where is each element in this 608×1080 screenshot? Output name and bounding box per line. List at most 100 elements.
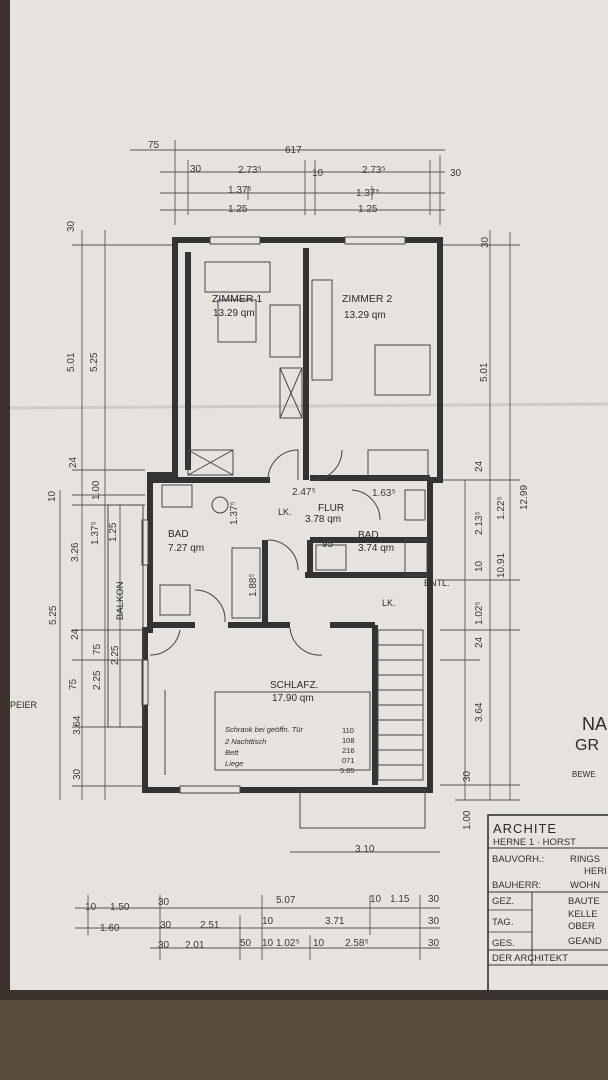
- furniture-note: Schrank bei geöffn. Tür 2 Nachttisch Bet…: [224, 725, 355, 775]
- dim-bottom-30a: 30: [158, 897, 170, 908]
- dim-bottom-10c: 10: [262, 916, 274, 927]
- tb-row-5-value: OBER: [568, 921, 595, 932]
- dim-top-1375a: 1.37⁵: [228, 185, 252, 196]
- dim-right-364: 3.64: [474, 702, 485, 722]
- note-line-0: Schrank bei geöffn. Tür: [225, 725, 303, 734]
- room-zimmer2-area: 13.29 qm: [344, 310, 386, 321]
- room-zimmer2-name: ZIMMER 2: [342, 293, 392, 305]
- dim-left-525a: 5.25: [89, 352, 100, 372]
- dim-bottom-160: 1.60: [100, 923, 120, 934]
- dim-top-273b: 2.73⁵: [362, 165, 386, 176]
- wood-surface: [0, 1000, 608, 1080]
- dim-bottom-2585: 2.58⁵: [345, 938, 369, 949]
- dim-right-501: 5.01: [479, 362, 490, 382]
- dim-right-1025: 1.02⁵: [474, 601, 485, 625]
- room-bad2-name: BAD: [358, 530, 379, 541]
- dim-left-30: 30: [66, 220, 77, 232]
- dim-top-1375b: 1.37⁵: [356, 188, 380, 199]
- dim-bottom-371: 3.71: [325, 916, 345, 927]
- dim-left-501: 5.01: [66, 352, 77, 372]
- tb-row-4-value: KELLE: [568, 909, 598, 920]
- dim-left-75a: 75: [68, 678, 79, 690]
- dim-right-1299: 12.99: [519, 485, 530, 510]
- dim-top-273a: 2.73⁵: [238, 165, 262, 176]
- dim-bottom-30f: 30: [428, 938, 440, 949]
- dim-left-225a: 2.25: [92, 670, 103, 690]
- dim-bottom-1025: 1.02⁵: [276, 938, 300, 949]
- dim-bottom-115: 1.15: [390, 894, 410, 905]
- dim-bottom-10a: 10: [85, 902, 97, 913]
- dim-bottom-30e: 30: [158, 940, 170, 951]
- dim-int-1885: 1.88⁵: [248, 573, 259, 597]
- dim-right-1225: 1.22⁵: [496, 496, 507, 520]
- title-block-architekt: ARCHITE: [493, 821, 557, 836]
- entl-label: ENTL.: [424, 578, 450, 588]
- dim-right-24: 24: [474, 460, 485, 472]
- dim-right-2135: 2.13⁵: [474, 511, 485, 535]
- dim-bottom-30b: 30: [428, 894, 440, 905]
- dim-left-30b: 30: [72, 768, 83, 780]
- tb-row-2-value: WOHN: [570, 880, 600, 891]
- right-dimension-lines: [440, 230, 520, 801]
- dim-top-125a: 1.25: [228, 204, 248, 215]
- dim-left-10: 10: [47, 490, 58, 502]
- tb-row-3-label: GEZ.: [492, 896, 514, 907]
- dim-left-1375: 1.37⁵: [90, 521, 101, 545]
- dim-bottom-507: 5.07: [276, 895, 296, 906]
- bottom-terrace: [299, 789, 426, 829]
- outer-walls: [142, 237, 443, 793]
- dim-right-30b: 30: [462, 770, 473, 782]
- dim-right-24b: 24: [474, 636, 485, 648]
- dim-left-24: 24: [68, 456, 79, 468]
- note-line-3: Liege: [225, 759, 243, 768]
- tb-row-3-value: BAUTE: [568, 896, 600, 907]
- dim-bottom-10e: 10: [313, 938, 325, 949]
- note-value-2: 216: [342, 746, 355, 755]
- note-line-2: Bett: [225, 748, 239, 757]
- dim-right-10: 10: [474, 560, 485, 572]
- room-balkon-label: BALKON: [115, 581, 126, 620]
- tb-row-6-label: GES.: [492, 938, 515, 949]
- dim-int-2475: 2.47⁵: [292, 487, 316, 498]
- dim-bottom-10b: 10: [370, 894, 382, 905]
- dim-int-1375: 1.37⁵: [229, 501, 240, 525]
- dim-top-617: 617: [285, 145, 302, 156]
- dim-right-30: 30: [480, 236, 491, 248]
- room-schlafz-name: SCHLAFZ.: [270, 680, 318, 691]
- note-value-1: 108: [342, 736, 355, 745]
- tb-row-7-label: DER ARCHITEKT: [492, 953, 568, 964]
- note-value-0: 110: [342, 726, 354, 735]
- floor-plan: [107, 236, 443, 829]
- tb-row-1-value: HERI: [584, 866, 607, 877]
- note-value-3: 071: [342, 756, 355, 765]
- dim-top-125b: 1.25: [358, 204, 378, 215]
- dim-bottom-30d: 30: [428, 916, 440, 927]
- title-large-1: NA: [582, 714, 607, 734]
- note-value-4: 5.05: [340, 766, 355, 775]
- dim-top-30a: 30: [190, 164, 202, 175]
- dim-bottom-251: 2.51: [200, 920, 220, 931]
- dim-left-525b: 5.25: [48, 605, 59, 625]
- dim-bottom-30c: 30: [160, 920, 172, 931]
- balcony: [107, 504, 144, 728]
- room-zimmer1-area: 13.29 qm: [213, 308, 255, 319]
- tb-row-2-label: BAUHERR:: [492, 880, 541, 891]
- dim-left-125: 1.25: [108, 522, 119, 542]
- dim-bottom-201: 2.01: [185, 940, 205, 951]
- dim-left-100: 1.00: [91, 480, 102, 500]
- room-flur-name: FLUR: [318, 503, 344, 514]
- dim-int-95: 95: [322, 539, 334, 550]
- peiler-label: PEIER: [10, 700, 38, 710]
- staircase: [377, 629, 424, 781]
- dim-right-1091: 10.91: [496, 553, 507, 578]
- bottom-dimension-lines: [75, 851, 440, 960]
- dim-top-30b: 30: [450, 168, 462, 179]
- tb-row-6-value: GEAND: [568, 936, 602, 947]
- room-bad2-area: 3.74 qm: [358, 543, 394, 554]
- dim-left-326: 3.26: [70, 542, 81, 562]
- room-lk2-label: LK.: [382, 598, 396, 608]
- dim-top-10: 10: [312, 168, 324, 179]
- tb-row-5-label: TAG.: [492, 917, 513, 928]
- dim-right-100: 1.00: [462, 810, 473, 830]
